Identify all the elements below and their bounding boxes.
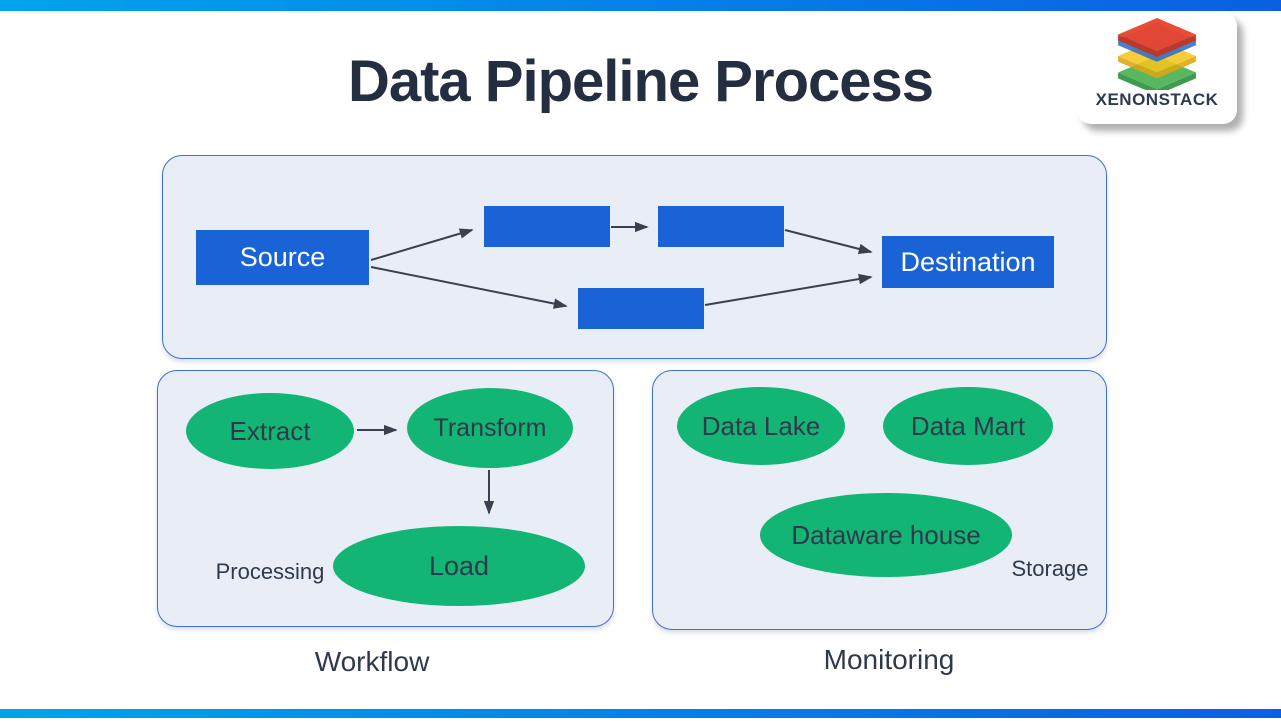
load-node: Load [333, 526, 585, 606]
monitoring-caption: Monitoring [823, 644, 955, 675]
pipeline-stage-box-3 [578, 288, 704, 329]
workflow-caption: Workflow [314, 646, 430, 677]
logo-wordmark: XENONSTACK [1095, 90, 1219, 109]
extract-node: Extract [186, 393, 354, 469]
destination-node-label: Destination [900, 246, 1036, 277]
data-mart-node: Data Mart [883, 387, 1053, 465]
pipeline-stage-box-2 [658, 206, 784, 247]
bottom-accent-bar [0, 709, 1281, 718]
extract-node-label: Extract [229, 415, 311, 446]
xenonstack-logo: XENONSTACK [1077, 12, 1237, 124]
destination-node: Destination [882, 236, 1054, 288]
data-lake-node: Data Lake [677, 387, 845, 465]
transform-node: Transform [407, 388, 573, 468]
load-node-label: Load [428, 550, 490, 581]
transform-node-label: Transform [433, 413, 547, 442]
layer-stack-icon [1118, 18, 1196, 90]
data-mart-node-label: Data Mart [910, 410, 1026, 441]
source-node-label: Source [239, 242, 326, 272]
processing-label: Processing [215, 559, 325, 584]
dataware-house-node-label: Dataware house [791, 519, 981, 550]
dataware-house-node: Dataware house [760, 493, 1012, 577]
page-title: Data Pipeline Process [347, 49, 934, 114]
top-accent-bar [0, 0, 1281, 11]
storage-label: Storage [1011, 556, 1089, 581]
source-node: Source [196, 230, 369, 285]
pipeline-stage-box-1 [484, 206, 610, 247]
data-lake-node-label: Data Lake [701, 410, 821, 441]
